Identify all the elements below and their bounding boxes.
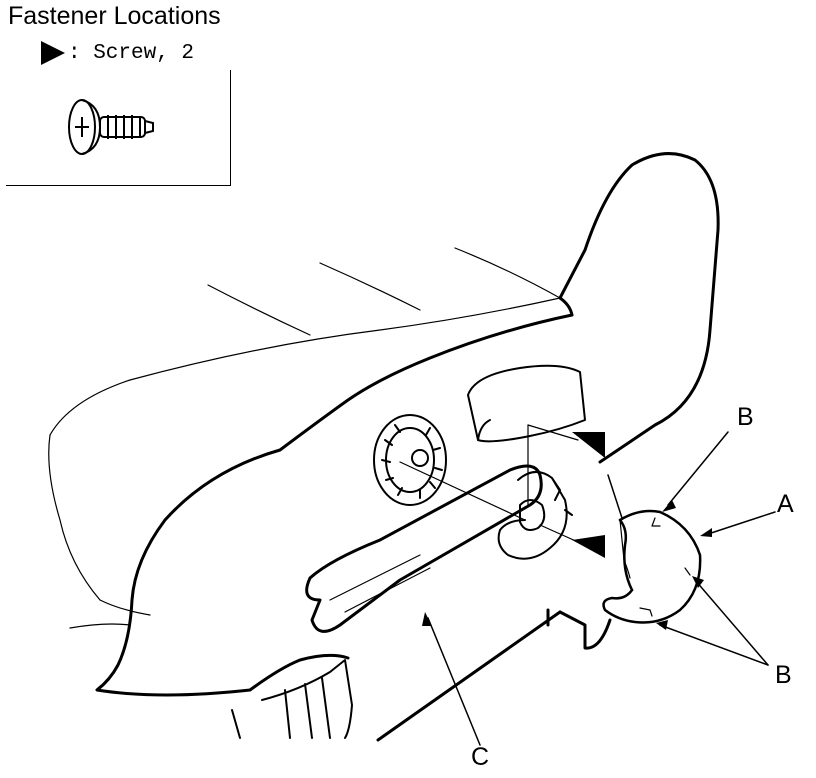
seat-base [231, 659, 353, 739]
fastener-locations-title: Fastener Locations [8, 2, 221, 30]
callout-leader-lines [427, 431, 776, 746]
callout-b-bottom: B [775, 661, 792, 689]
black-triangle-icon [572, 432, 605, 458]
black-triangle-icon [41, 41, 65, 65]
side-cover-slot [467, 364, 586, 443]
fastener-markers [572, 432, 605, 558]
seat-back-outline [558, 152, 720, 464]
cover-alignment-line [607, 474, 623, 519]
legend-frame-bottom [6, 185, 231, 186]
side-cover-outline [95, 313, 612, 742]
screw-leader-lines [399, 424, 579, 543]
recliner-gear [373, 414, 447, 506]
callout-a: A [777, 490, 794, 518]
callout-b-top: B [737, 403, 754, 431]
recline-handle [305, 464, 543, 633]
arrowheads [422, 500, 712, 630]
recliner-bracket [497, 471, 573, 560]
cover-a [602, 509, 702, 624]
black-triangle-icon [572, 535, 605, 558]
screw-icon [68, 99, 154, 155]
fastener-legend-label: : Screw, 2 [68, 41, 195, 65]
callout-c: C [471, 743, 490, 771]
legend-frame-right [230, 70, 231, 186]
fastener-legend-item: : Screw, 2 [40, 38, 194, 68]
seat-cushion-outline [48, 247, 561, 629]
